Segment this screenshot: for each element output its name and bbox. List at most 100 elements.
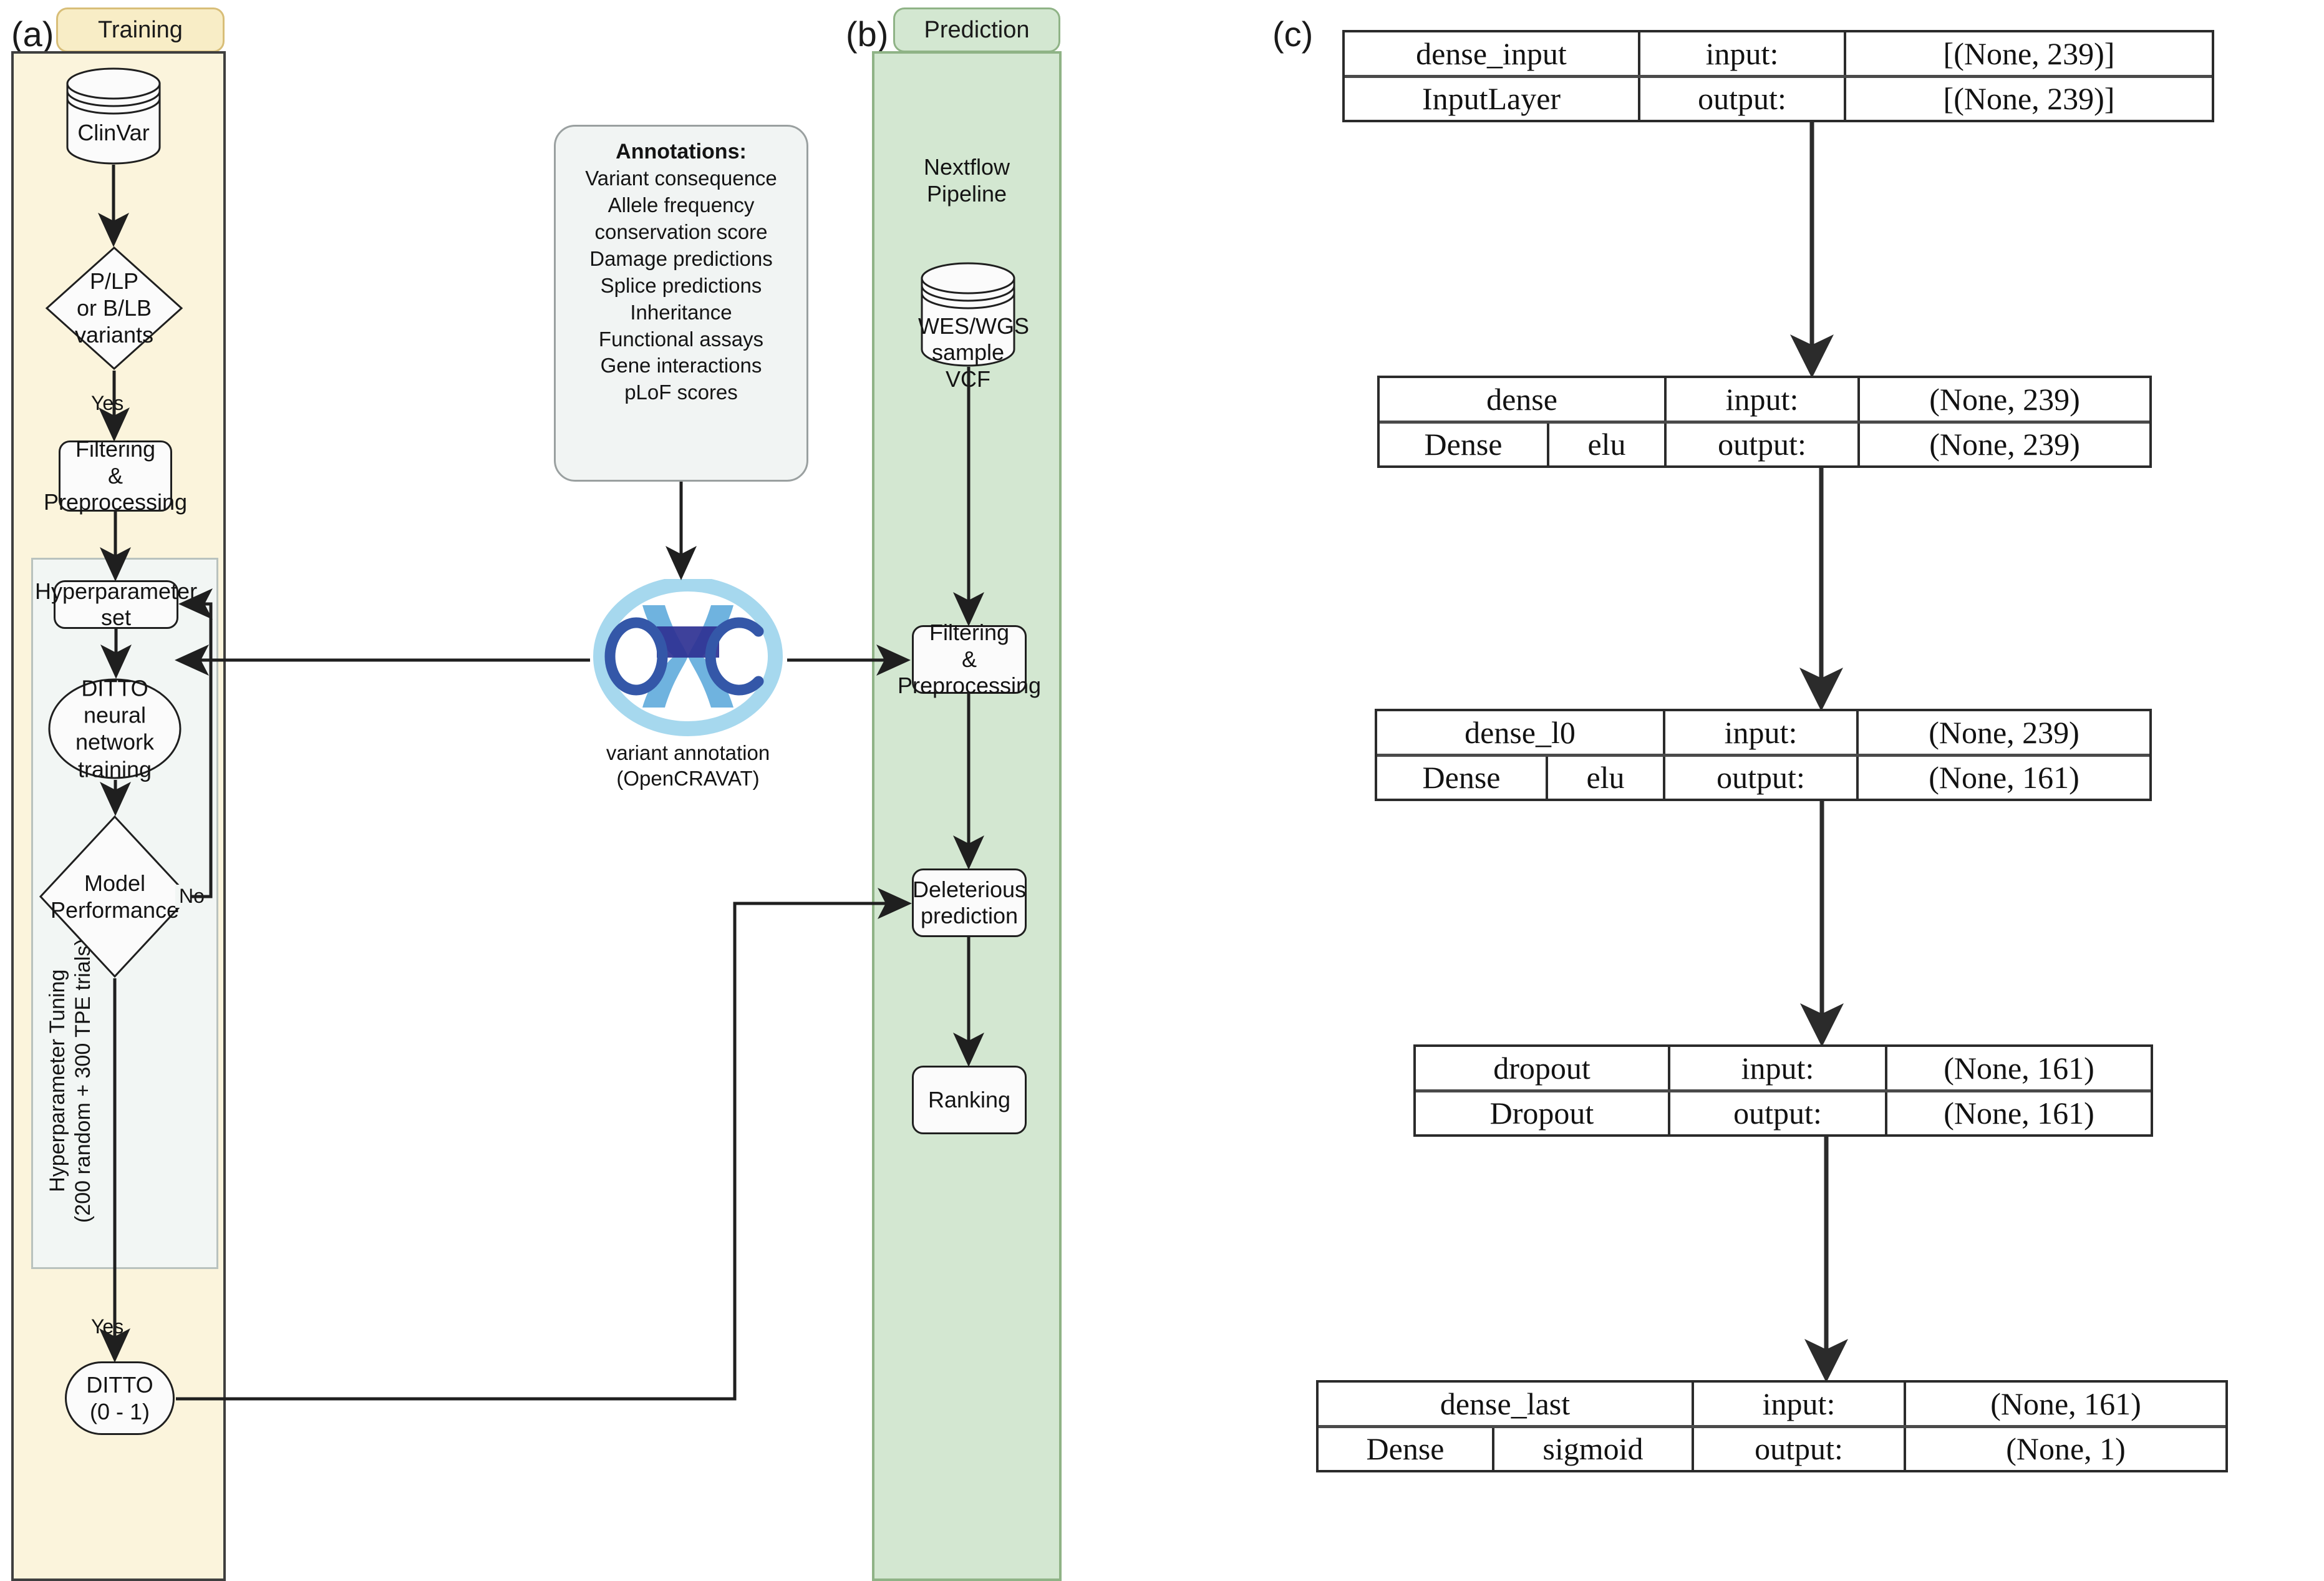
keras-row-output: Dense elu output: (None, 239) [1380,423,2149,465]
yes-label-variants: Yes [87,392,128,415]
vcf-line-1: WES/WGS [918,313,1029,339]
input-label: input: [1665,711,1859,754]
tuning-label-line-1: Hyperparameter Tuning [46,969,69,1192]
output-shape: (None, 161) [1929,760,2079,795]
annotation-item: Functional assays [598,327,764,351]
annotation-item: Inheritance [630,300,732,324]
panel-b-header: Prediction [893,7,1060,52]
output-label: output: [1667,423,1860,465]
activation: sigmoid [1494,1428,1694,1470]
deleterious-line-1: Deleterious [912,876,1027,902]
keras-row-output: InputLayer output: [(None, 239)] [1345,77,2212,120]
layer-name: dense [1380,378,1667,421]
annotation-item: Damage predictions [589,246,773,270]
keras-block-dense: dense input: (None, 239) Dense elu outpu… [1377,376,2152,468]
activation: elu [1549,423,1667,465]
nextflow-line-2: Pipeline [926,181,1007,207]
model-performance-decision: Model Performance [39,815,191,978]
keras-row-output: Dense sigmoid output: (None, 1) [1319,1428,2225,1470]
annotation-item: Gene interactions [600,354,762,377]
input-shape: (None, 239) [1929,381,2080,417]
ditto-training-label: DITTO neural network training [47,675,182,783]
layer-name: dropout [1416,1047,1670,1089]
layer-name: dense_last [1319,1383,1694,1425]
keras-block-dense-last: dense_last input: (None, 161) Dense sigm… [1316,1380,2228,1472]
deleterious-line-2: prediction [920,903,1019,928]
opencravat-caption-line-1: variant annotation [606,741,770,764]
input-shape: (None, 161) [1944,1050,2094,1086]
annotations-card: Annotations: Variant consequence Allele … [554,125,808,482]
annotation-item: Splice predictions [600,273,762,297]
annotation-item: Variant consequence [585,167,777,190]
layer-name: dense_l0 [1377,711,1665,754]
clinvar-label: ClinVar [77,120,150,145]
annotation-item: Allele frequency [608,193,755,217]
layer-type: Dense [1319,1428,1494,1470]
input-shape: (None, 239) [1929,714,2079,750]
panel-b-letter: (b) [846,14,889,54]
filtering-line-2: Preprocessing [43,489,188,515]
keras-row-input: dropout input: (None, 161) [1416,1047,2151,1092]
keras-row-input: dense input: (None, 239) [1380,378,2149,424]
ditto-out-line-2: (0 - 1) [89,1399,150,1424]
yes-label-model-performance: Yes [87,1315,128,1338]
keras-row-input: dense_last input: (None, 161) [1319,1383,2225,1428]
input-label: input: [1670,1047,1887,1089]
input-shape: (None, 161) [1990,1386,2141,1421]
layer-type: Dropout [1416,1092,1670,1134]
ditto-train-line-1: DITTO [81,675,148,701]
plp-blb-decision-label: P/LP or B/LB variants [45,268,183,349]
keras-block-dense-l0: dense_l0 input: (None, 239) Dense elu ou… [1375,709,2152,801]
hyperparameter-tuning-group-label: Hyperparameter Tuning (200 random + 300 … [45,938,96,1223]
nextflow-pipeline-label: Nextflow Pipeline [872,153,1062,207]
keras-row-output: Dropout output: (None, 161) [1416,1092,2151,1134]
tuning-label-line-2: (200 random + 300 TPE trials) [70,938,95,1223]
no-label-model-performance: No [175,885,208,908]
keras-row-input: dense_l0 input: (None, 239) [1377,711,2149,757]
panel-c-letter: (c) [1272,14,1314,54]
wes-wgs-vcf-database-icon: WES/WGS sample VCF [918,261,1029,392]
layer-name: dense_input [1345,32,1640,75]
layer-type: InputLayer [1345,77,1640,120]
model-performance-label: Model Performance [39,870,191,923]
output-label: output: [1640,77,1846,120]
hyperparameter-set-box: Hyperparameter set [34,578,198,630]
layer-type: Dense [1377,756,1548,799]
activation: elu [1548,756,1665,799]
panel-a-header: Training [56,7,225,52]
annotations-title: Annotations: [616,140,747,163]
output-label: output: [1694,1428,1906,1470]
keras-block-dropout: dropout input: (None, 161) Dropout outpu… [1413,1044,2153,1137]
ditto-score-output: DITTO (0 - 1) [65,1361,175,1435]
annotation-item: pLoF scores [624,381,738,404]
output-shape: (None, 239) [1929,427,2080,462]
output-label: output: [1665,756,1859,799]
clinvar-database-icon: ClinVar [64,66,163,165]
filtering-preprocessing-prediction: Filtering & Preprocessing [898,620,1041,698]
vcf-line-2: sample VCF [931,339,1005,392]
filtering-line-1: Filtering & [75,436,156,489]
input-label: input: [1694,1383,1906,1425]
model-perf-line-1: Model [84,870,146,896]
ranking-box: Ranking [912,1066,1027,1134]
filtering-b-line-1: Filtering & [929,620,1010,672]
output-shape: (None, 161) [1944,1096,2094,1131]
model-perf-line-2: Performance [50,897,180,923]
opencravat-caption-line-2: (OpenCRAVAT) [616,767,760,790]
keras-row-input: dense_input input: [(None, 239)] [1345,32,2212,78]
deleterious-prediction-box: Deleterious prediction [912,868,1027,937]
input-label: input: [1667,378,1860,421]
output-shape: [(None, 239)] [1943,81,2115,117]
ditto-training-ellipse: DITTO neural network training [47,675,182,783]
decision-line-1: P/LP [89,268,139,294]
decision-line-2: or B/LB [76,295,152,321]
plp-blb-decision: P/LP or B/LB variants [45,246,183,371]
wes-wgs-vcf-label: WES/WGS sample VCF [918,313,1029,392]
input-label: input: [1640,32,1846,75]
panel-a-letter: (a) [11,14,54,54]
ditto-train-line-2: neural network [75,702,155,755]
opencravat-caption: variant annotation (OpenCRAVAT) [554,740,822,792]
annotation-item: conservation score [594,220,768,243]
filtering-preprocessing-training: Filtering & Preprocessing [44,436,187,515]
keras-row-output: Dense elu output: (None, 161) [1377,756,2149,799]
